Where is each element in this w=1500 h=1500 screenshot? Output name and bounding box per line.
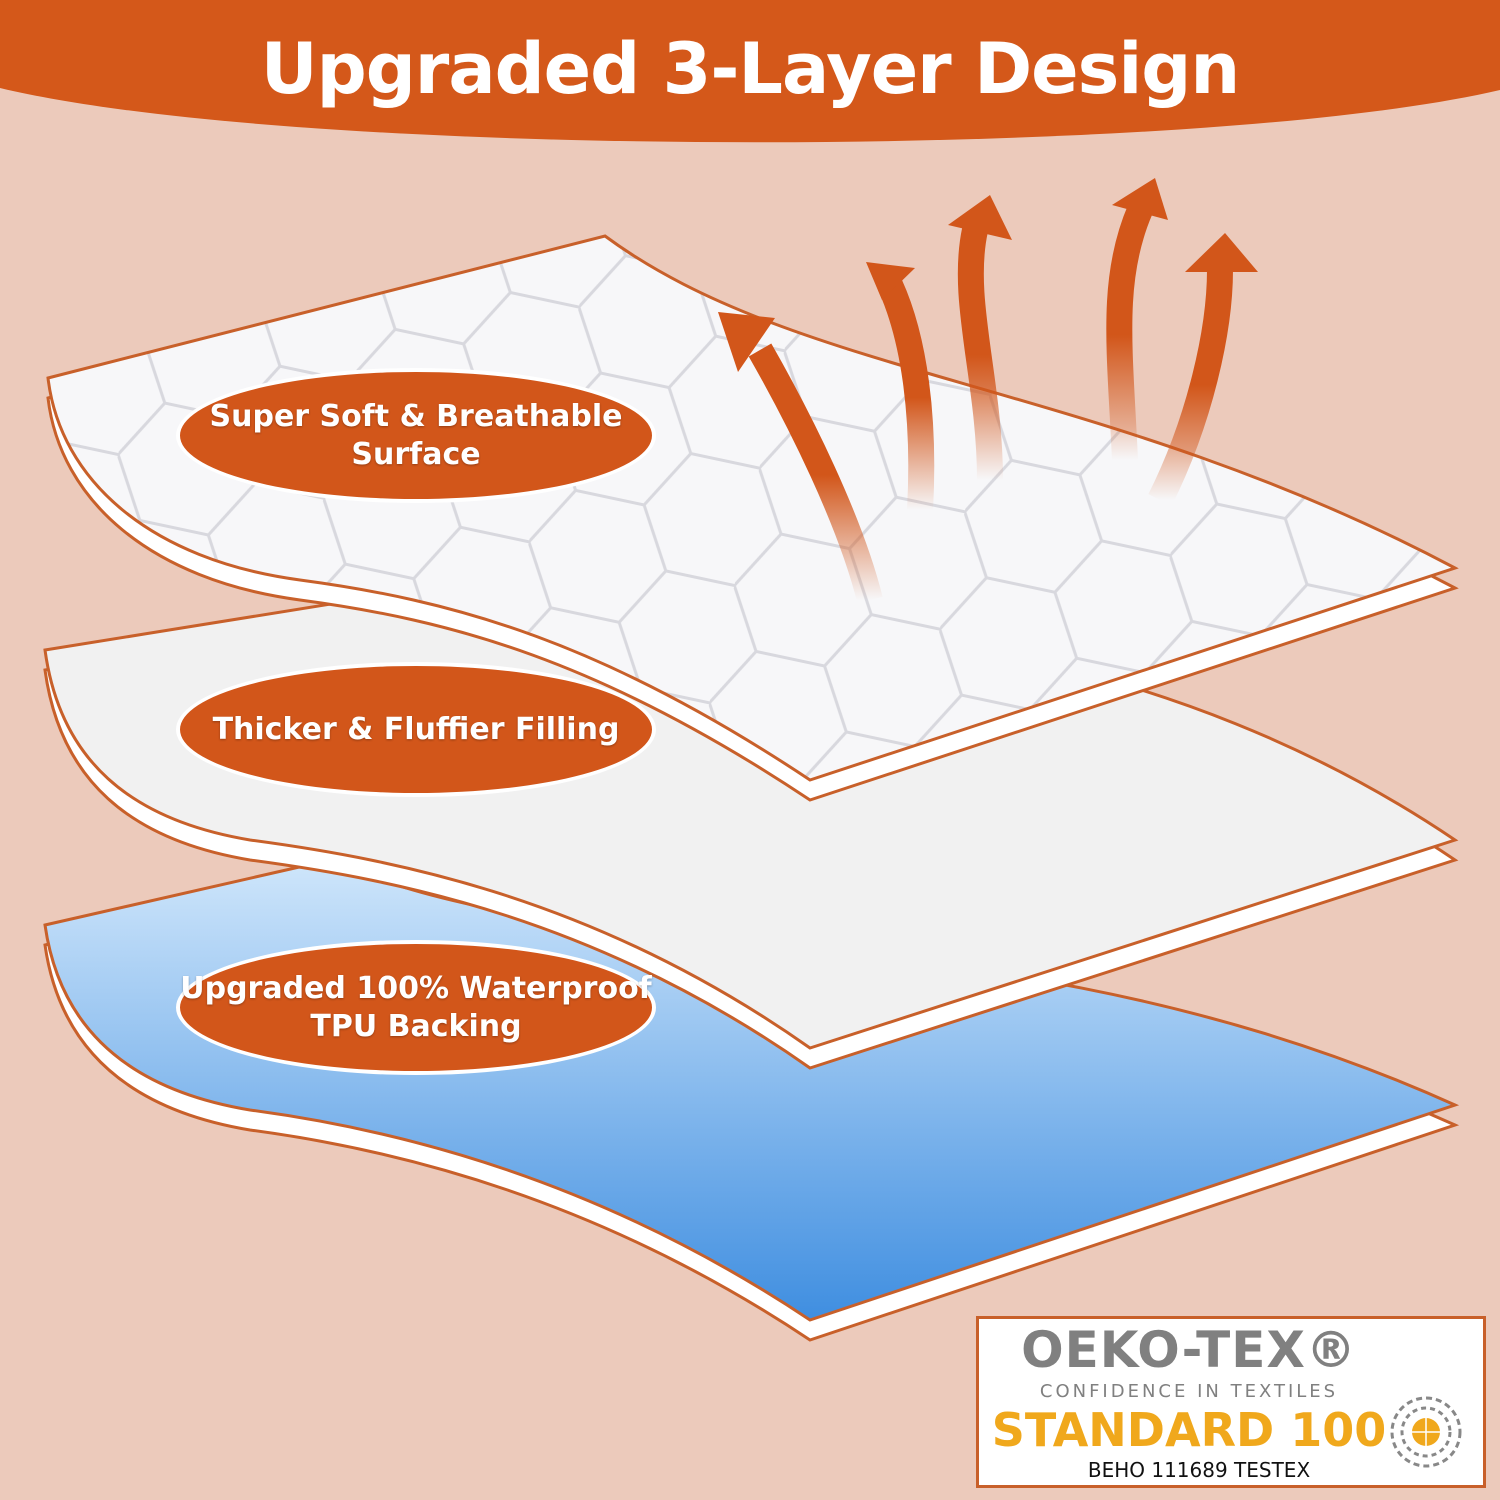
arrow-icon xyxy=(748,343,883,604)
layer-label-backing: Upgraded 100% Waterproof TPU Backing xyxy=(176,940,656,1075)
arrow-head-icon xyxy=(718,312,775,372)
label-line: Super Soft & Breathable xyxy=(209,398,623,434)
arrow-head-icon xyxy=(948,195,1012,240)
page-title: Upgraded 3-Layer Design xyxy=(260,28,1241,110)
arrow-icon xyxy=(1148,269,1233,506)
arrow-icon xyxy=(878,279,935,511)
arrow-icon xyxy=(1106,204,1153,461)
layer-label-filling: Thicker & Fluffier Filling xyxy=(176,662,656,797)
oeko-flower-icon xyxy=(1390,1396,1462,1468)
label-line: Surface xyxy=(351,436,481,472)
label-line: Thicker & Fluffier Filling xyxy=(212,711,620,747)
badge-standard: STANDARD 100 xyxy=(991,1403,1387,1457)
label-line: Upgraded 100% Waterproof xyxy=(180,970,652,1006)
oeko-tex-badge: OEKO-TEX® CONFIDENCE IN TEXTILES STANDAR… xyxy=(976,1316,1486,1488)
badge-certificate: BEHO 111689 TESTEX xyxy=(1087,1458,1311,1482)
layer-label-surface: Super Soft & Breathable Surface xyxy=(176,368,656,503)
arrow-head-icon xyxy=(866,262,915,300)
arrow-head-icon xyxy=(1185,233,1258,272)
arrow-icon xyxy=(957,227,1003,481)
arrow-head-icon xyxy=(1112,178,1168,220)
badge-tagline: CONFIDENCE IN TEXTILES xyxy=(1039,1381,1339,1402)
badge-brand: OEKO-TEX® xyxy=(1021,1321,1357,1379)
header-band xyxy=(0,0,1500,143)
label-line: TPU Backing xyxy=(310,1008,522,1044)
breathability-arrows xyxy=(748,204,1233,604)
